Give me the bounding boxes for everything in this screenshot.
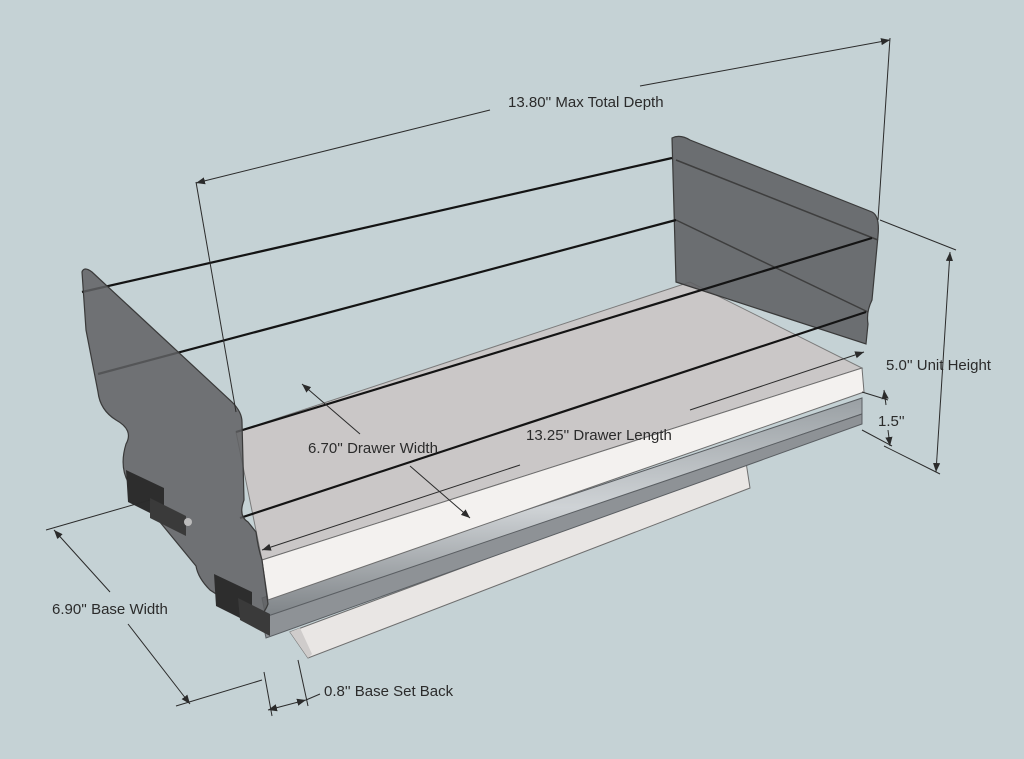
- dim-unit-height: 5.0'' Unit Height: [879, 219, 992, 475]
- label-base-set-back: 0.8'' Base Set Back: [324, 683, 454, 700]
- label-max-total-depth: 13.80'' Max Total Depth: [508, 94, 664, 111]
- back-side-panel: [671, 135, 879, 345]
- dim-base-height: 1.5'': [861, 389, 905, 447]
- dim-drawer-width: 6.70'' Drawer Width: [301, 383, 471, 519]
- label-base-width: 6.90'' Base Width: [52, 601, 168, 618]
- label-drawer-width: 6.70'' Drawer Width: [308, 440, 438, 457]
- dim-base-set-back: 0.8'' Base Set Back: [263, 659, 454, 717]
- label-unit-height: 5.0'' Unit Height: [886, 357, 992, 374]
- dim-max-total-depth: 13.80'' Max Total Depth: [195, 37, 891, 413]
- label-base-height: 1.5'': [878, 413, 905, 430]
- dim-base-width: 6.90'' Base Width: [45, 499, 263, 707]
- slide-rail: [261, 397, 863, 639]
- top-rails: [81, 156, 873, 520]
- label-drawer-length: 13.25'' Drawer Length: [526, 427, 672, 444]
- dim-drawer-length: 13.25'' Drawer Length: [261, 351, 865, 551]
- front-side-panel: [81, 268, 269, 618]
- slide-clips: [126, 470, 270, 636]
